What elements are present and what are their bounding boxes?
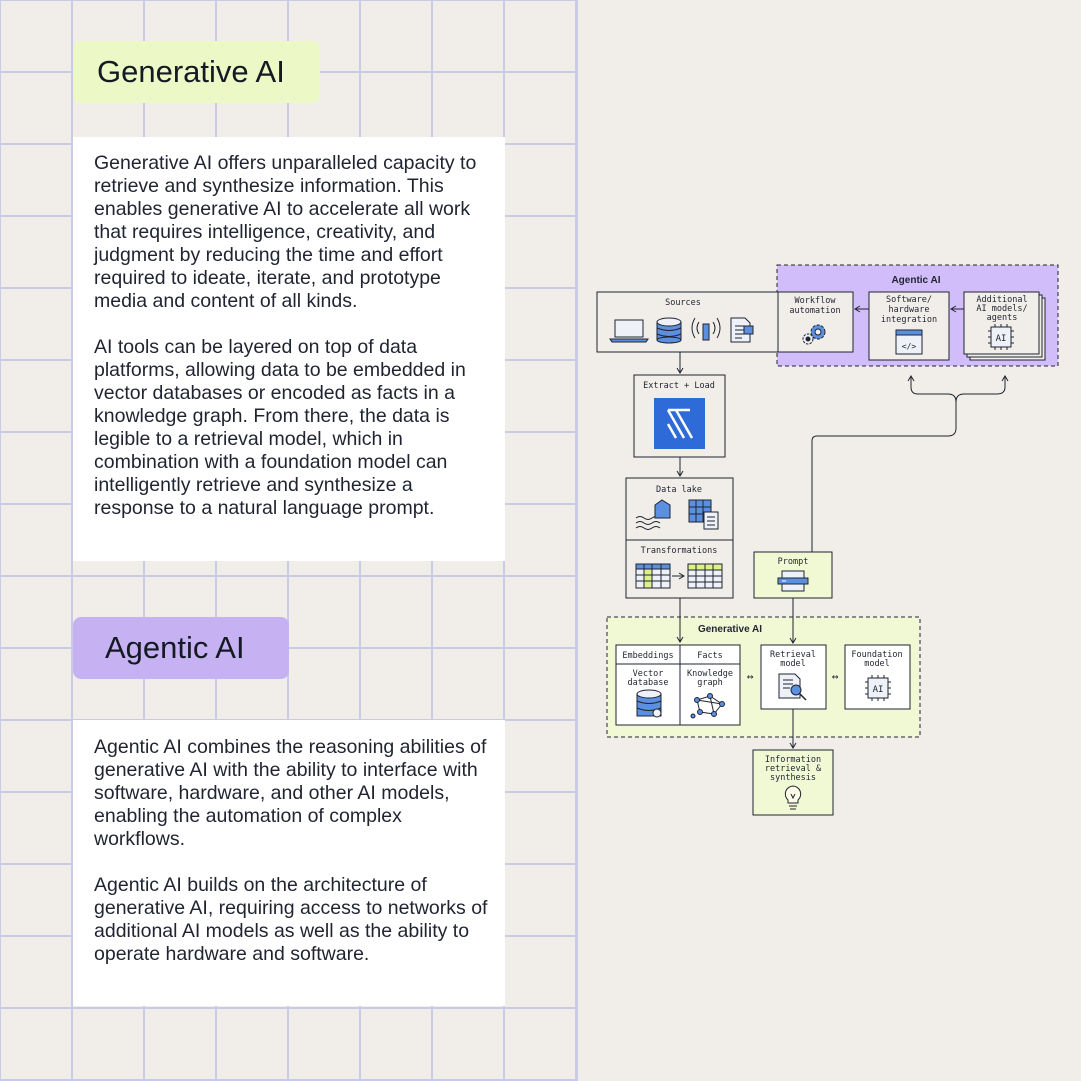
data-lake-label: Data lake xyxy=(656,485,702,495)
connector-prompt-to-agentic xyxy=(811,375,957,552)
prompt-label: Prompt xyxy=(778,557,809,567)
workflow-automation-box: Workflow automation xyxy=(777,291,854,353)
connector-to-additional xyxy=(955,375,1009,403)
spreadsheet-icon xyxy=(688,499,719,530)
software-label-line-1: Software/ xyxy=(886,295,932,305)
additional-label-line-2: AI models/ xyxy=(976,304,1027,314)
antenna-icon xyxy=(691,317,721,341)
knowledge-label-line-2: graph xyxy=(697,678,723,688)
vector-database-icon xyxy=(636,689,662,718)
info-label-line-3: synthesis xyxy=(770,773,816,783)
generative-ai-description-card: Generative AI offers unparalleled capaci… xyxy=(73,137,505,561)
grid-border xyxy=(576,0,578,1081)
data-lake-box: Data lake Transformations xyxy=(625,477,734,599)
additional-ai-models-box: Additional AI models/ agents AI xyxy=(963,291,1046,361)
extract-load-label: Extract + Load xyxy=(643,381,715,391)
foundation-label-line-2: model xyxy=(864,659,890,669)
software-hardware-box: Software/ hardware integration </> xyxy=(868,291,950,361)
prompt-input-icon xyxy=(777,570,809,592)
agentic-ai-heading: Agentic AI xyxy=(73,617,289,679)
generative-ai-heading: Generative AI xyxy=(73,41,320,103)
code-glyph: </> xyxy=(902,342,917,351)
bidirectional-arrow-right: ↔ xyxy=(832,670,839,683)
foundation-label-line-1: Foundation xyxy=(851,650,902,660)
ai-chip-icon: AI xyxy=(988,324,1014,350)
workflow-label-line-2: automation xyxy=(789,306,840,316)
agentic-ai-description-card: Agentic AI combines the reasoning abilit… xyxy=(73,720,505,1006)
vector-label-line-1: Vector xyxy=(633,669,664,679)
document-search-icon xyxy=(778,673,807,701)
ai-chip-label: AI xyxy=(996,334,1007,344)
transformations-label: Transformations xyxy=(641,546,718,556)
lightbulb-icon xyxy=(784,785,802,810)
prompt-box: Prompt xyxy=(753,551,833,599)
facts-label: Facts xyxy=(697,651,723,661)
extract-logo-icon xyxy=(654,398,705,449)
knowledge-label-line-1: Knowledge xyxy=(687,669,733,679)
foundation-ai-chip-label: AI xyxy=(873,685,884,695)
software-label-line-2: hardware xyxy=(889,305,930,315)
database-icon xyxy=(656,317,682,344)
document-icon xyxy=(730,317,754,343)
knowledge-graph-icon xyxy=(690,693,725,719)
foundation-model-box: Foundation model AI xyxy=(844,644,911,710)
agentic-group-label: Agentic AI xyxy=(891,275,940,286)
code-window-icon: </> xyxy=(895,329,923,355)
retrieval-label-line-1: Retrieval xyxy=(770,650,816,660)
gears-icon xyxy=(802,324,826,345)
extract-load-box: Extract + Load xyxy=(633,374,726,458)
embeddings-facts-box: Embeddings Facts Vector database Knowled… xyxy=(615,644,741,726)
additional-label-line-1: Additional xyxy=(976,295,1027,305)
software-label-line-3: integration xyxy=(881,315,937,325)
workflow-label-line-1: Workflow xyxy=(795,296,837,306)
additional-label-line-3: agents xyxy=(987,313,1018,323)
table-transform-icon xyxy=(635,563,723,589)
lake-waves-icon xyxy=(635,499,671,530)
foundation-ai-chip-icon: AI xyxy=(865,675,891,701)
agentic-ai-paragraph-1: Agentic AI combines the reasoning abilit… xyxy=(94,736,487,850)
laptop-icon xyxy=(609,319,649,343)
retrieval-label-line-2: model xyxy=(780,659,806,669)
generative-group-label: Generative AI xyxy=(698,624,762,635)
information-synthesis-box: Information retrieval & synthesis xyxy=(752,749,834,816)
info-label-line-1: Information xyxy=(765,755,821,765)
info-label-line-2: retrieval & xyxy=(765,764,822,774)
embeddings-label: Embeddings xyxy=(622,651,673,661)
bidirectional-arrow-left: ↔ xyxy=(747,670,754,683)
sources-label: Sources xyxy=(665,298,701,308)
retrieval-model-box: Retrieval model xyxy=(760,644,827,710)
generative-ai-paragraph-2: AI tools can be layered on top of data p… xyxy=(94,336,466,519)
agentic-ai-paragraph-2: Agentic AI builds on the architecture of… xyxy=(94,874,488,965)
vector-label-line-2: database xyxy=(628,678,669,688)
generative-ai-paragraph-1: Generative AI offers unparalleled capaci… xyxy=(94,152,477,312)
